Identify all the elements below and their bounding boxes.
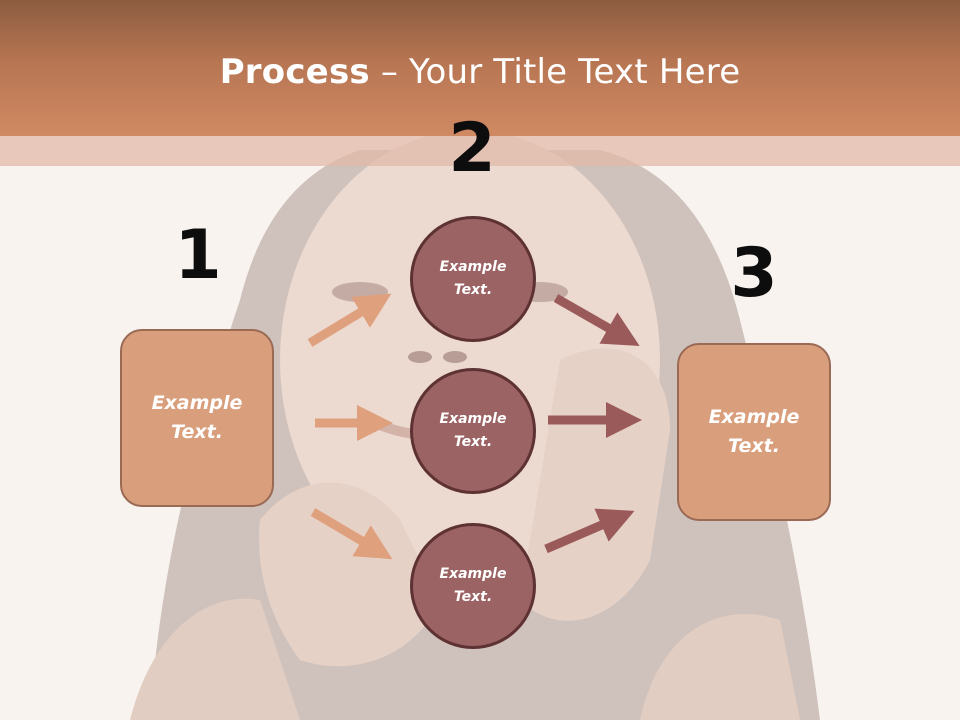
header-band — [0, 0, 960, 136]
slide-title: Process – Your Title Text Here — [0, 52, 960, 92]
step-box-left-text: Example Text. — [151, 392, 243, 443]
step-circle-bottom: Example Text. — [410, 523, 536, 649]
arrow-right-top — [553, 294, 640, 346]
step-number-1: 1 — [174, 216, 222, 295]
step-circle-bottom-text: Example Text. — [439, 566, 507, 605]
step-number-2: 2 — [448, 109, 496, 188]
step-box-left: Example Text. — [120, 329, 274, 507]
step-box-right-text: Example Text. — [708, 406, 800, 457]
header-strip — [0, 136, 960, 166]
title-bold: Process — [219, 52, 370, 92]
step-circle-top: Example Text. — [410, 216, 536, 342]
step-number-3: 3 — [730, 234, 778, 313]
step-circle-middle-text: Example Text. — [439, 411, 507, 450]
arrow-left-bottom — [310, 508, 393, 560]
arrow-left-top — [307, 293, 392, 347]
step-circle-top-text: Example Text. — [439, 259, 507, 298]
title-rest: – Your Title Text Here — [369, 52, 741, 92]
arrow-right-bottom — [544, 508, 635, 554]
step-circle-middle: Example Text. — [410, 368, 536, 494]
step-box-right: Example Text. — [677, 343, 831, 521]
